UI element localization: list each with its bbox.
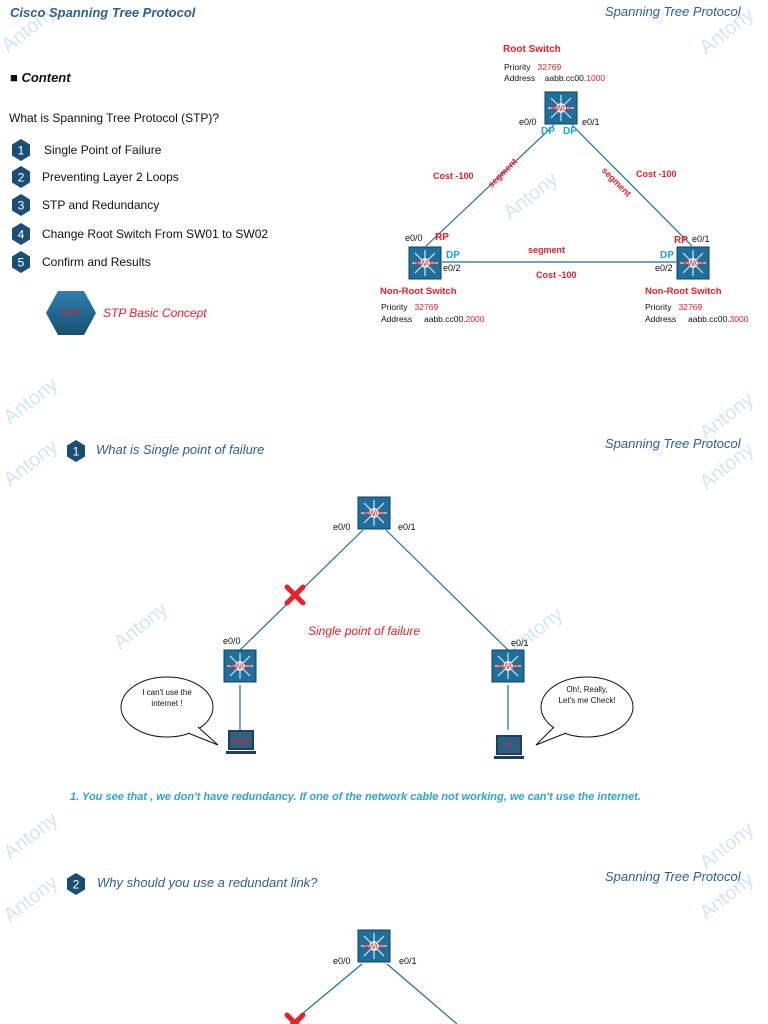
list-item: 3 STP and Redundancy xyxy=(10,194,159,216)
left-priority: Priority 32769 xyxy=(381,302,439,312)
number-5-icon: 5 xyxy=(10,251,32,273)
svg-text:IT: IT xyxy=(506,743,513,750)
section2-right-title: Spanning Tree Protocol xyxy=(605,869,741,884)
number-1-icon: 1 xyxy=(65,440,87,462)
switch-sw01-icon[interactable]: SW01 xyxy=(357,496,391,530)
section1-title: What is Single point of failure xyxy=(96,442,265,457)
segment-label: segment xyxy=(528,245,566,255)
cost-label: Cost -100 xyxy=(536,270,577,280)
port-label: e0/2 xyxy=(443,263,461,273)
failure-label: Single point of failure xyxy=(308,624,421,638)
port-label: e0/0 xyxy=(519,117,537,127)
watermark: Antony xyxy=(695,818,759,874)
link-sw1-sw3 xyxy=(385,529,509,651)
svg-text:SW01: SW01 xyxy=(363,509,385,518)
svg-text:Sales: Sales xyxy=(232,738,250,745)
watermark: Antony xyxy=(0,808,63,864)
port-label: e0/0 xyxy=(223,636,241,646)
list-item-label: Confirm and Results xyxy=(42,255,151,269)
switch-sw01-icon[interactable]: SW01 xyxy=(357,929,391,963)
list-item-label: Single Point of Failure xyxy=(44,143,162,157)
link-sw1-right xyxy=(386,963,458,1024)
switch-sw03-icon[interactable]: SW03 xyxy=(491,649,525,683)
switch-sw01-icon[interactable]: SW01 xyxy=(544,91,578,125)
number-2-icon: 2 xyxy=(65,873,87,895)
dp-label: DP xyxy=(446,250,460,261)
right-address: Address aabb.cc00.3000 xyxy=(645,314,749,324)
pc-it-icon[interactable]: IT xyxy=(494,733,524,761)
non-root-switch-title: Non-Root Switch xyxy=(380,286,457,297)
pc-sales-icon[interactable]: Sales xyxy=(226,728,256,756)
port-label: e0/0 xyxy=(333,956,351,966)
number-4-icon: 4 xyxy=(10,223,32,245)
header-right-title: Spanning Tree Protocol xyxy=(605,4,741,19)
failure-x-icon xyxy=(284,1012,306,1024)
port-label: e0/0 xyxy=(333,522,351,532)
port-label: e0/1 xyxy=(582,117,600,127)
svg-text:5: 5 xyxy=(18,256,25,270)
svg-text:1: 1 xyxy=(18,144,25,158)
topology-diagram xyxy=(425,124,693,263)
right-priority: Priority 32769 xyxy=(645,302,703,312)
stp-question: What is Spanning Tree Protocol (STP)? xyxy=(9,111,220,125)
link-sw1-sw2 xyxy=(425,124,555,247)
svg-text:3: 3 xyxy=(18,199,25,213)
port-label: e0/1 xyxy=(398,522,416,532)
section2-title: Why should you use a redundant link? xyxy=(97,875,318,890)
port-label: e0/0 xyxy=(405,233,423,243)
rp-label: RP xyxy=(435,232,449,243)
svg-text:SW02: SW02 xyxy=(229,662,251,671)
list-item: 4 Change Root Switch From SW01 to SW02 xyxy=(10,223,268,245)
list-item-label: Change Root Switch From SW01 to SW02 xyxy=(42,227,269,241)
section1-right-title: Spanning Tree Protocol xyxy=(605,436,741,451)
content-heading: ■ Content xyxy=(10,70,71,85)
speech-bubble-left: I can't use the internet ! xyxy=(120,675,220,747)
svg-text:SW01: SW01 xyxy=(550,104,572,113)
dp-label: DP xyxy=(660,250,674,261)
number-3-icon: 3 xyxy=(10,194,32,216)
svg-text:1: 1 xyxy=(73,445,80,459)
list-item: 5 Confirm and Results xyxy=(10,251,151,273)
list-item: 2 Preventing Layer 2 Loops xyxy=(10,166,179,188)
root-address: Address aabb.cc00.1000 xyxy=(504,73,606,83)
number-2-icon: 2 xyxy=(10,166,32,188)
list-item-label: Preventing Layer 2 Loops xyxy=(42,170,179,184)
stp-concept-label[interactable]: STP Basic Concept xyxy=(103,306,207,320)
svg-text:SW03: SW03 xyxy=(682,259,704,268)
switch-sw02-icon[interactable]: SW02 xyxy=(408,246,442,280)
left-address: Address aabb.cc00.2000 xyxy=(381,314,485,324)
cost-label: Cost -100 xyxy=(433,171,474,181)
svg-text:SW02: SW02 xyxy=(414,259,436,268)
root-priority: Priority 32769 xyxy=(504,62,562,72)
cost-label: Cost -100 xyxy=(636,169,677,179)
list-item: 1 Single Point of Failure xyxy=(10,139,161,161)
speech-bubble-right: Oh!, Really, Let's me Check! xyxy=(534,675,634,747)
watermark: Antony xyxy=(0,373,63,429)
switch-sw03-icon[interactable]: SW03 xyxy=(676,246,710,280)
dp-label: DP xyxy=(563,126,577,137)
svg-text:4: 4 xyxy=(18,228,25,242)
port-label: e0/1 xyxy=(399,956,417,966)
list-item-label: STP and Redundancy xyxy=(42,198,160,212)
port-label: e0/1 xyxy=(511,638,529,648)
svg-text:STP: STP xyxy=(62,308,80,318)
root-switch-title: Root Switch xyxy=(503,44,561,55)
page-title: Cisco Spanning Tree Protocol xyxy=(10,5,196,20)
svg-text:SW03: SW03 xyxy=(497,662,519,671)
non-root-switch-title: Non-Root Switch xyxy=(645,286,722,297)
failure-x-icon xyxy=(284,584,306,606)
switch-sw02-icon[interactable]: SW02 xyxy=(223,649,257,683)
stp-concept-hexagon[interactable]: STP xyxy=(45,290,97,336)
number-1-icon: 1 xyxy=(10,139,32,161)
rp-label: RP xyxy=(674,235,688,246)
svg-text:2: 2 xyxy=(73,878,80,892)
dp-label: DP xyxy=(541,126,555,137)
port-label: e0/1 xyxy=(692,234,710,244)
link-sw1-sw3 xyxy=(571,124,693,247)
svg-text:2: 2 xyxy=(18,171,25,185)
svg-text:SW01: SW01 xyxy=(363,942,385,951)
port-label: e0/2 xyxy=(655,263,673,273)
section1-note: 1. You see that , we don't have redundan… xyxy=(70,791,641,803)
